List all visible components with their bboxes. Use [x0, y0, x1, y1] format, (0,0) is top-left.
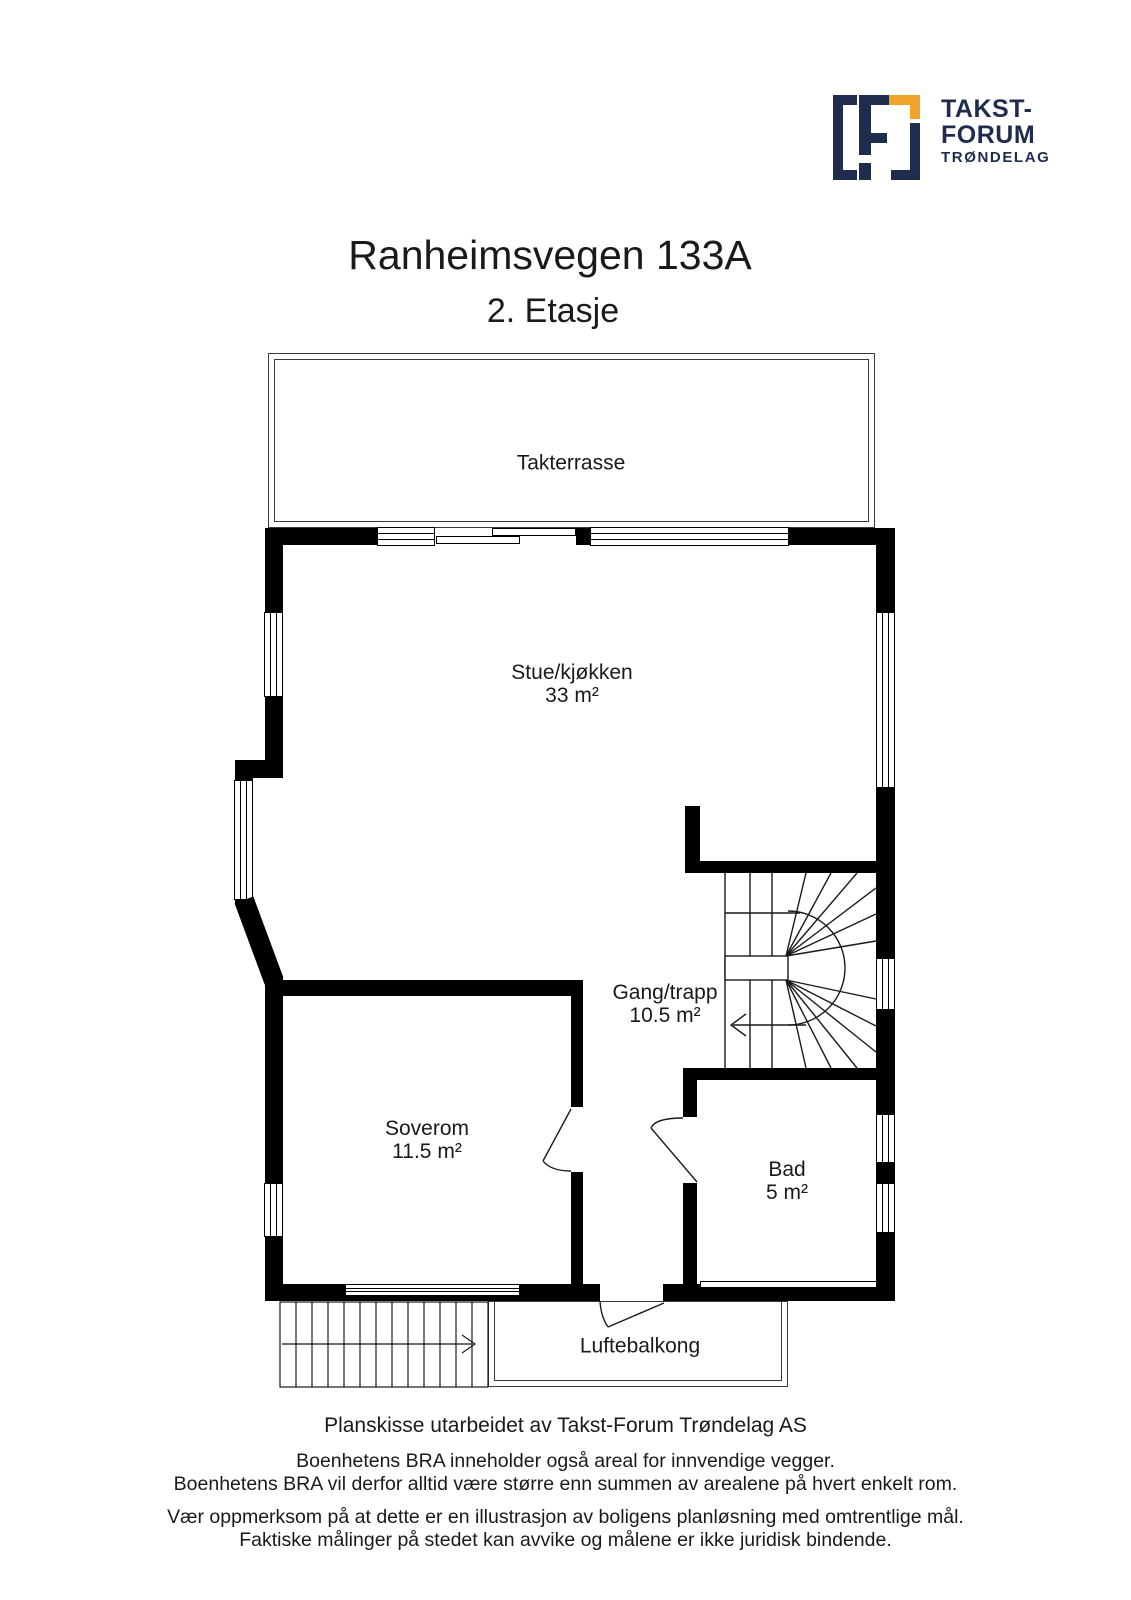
window-bad-bottom — [700, 1281, 877, 1288]
wall-top-pier — [576, 528, 590, 545]
brand-line-3: TRØNDELAG — [941, 149, 1051, 166]
door-soverom — [542, 1108, 572, 1172]
stue-name: Stue/kjøkken — [511, 661, 633, 684]
wall-stub — [685, 806, 700, 873]
page-subtitle: 2. Etasje — [486, 292, 620, 330]
gang-name: Gang/trapp — [612, 981, 718, 1004]
wall-soverom-right-lower — [571, 1172, 583, 1284]
sliding-door-leaf-outer — [492, 528, 576, 536]
label-soverom: Soverom 11.5 m² — [385, 1117, 469, 1163]
window-soverom-left — [264, 1183, 283, 1237]
wall-left-jog — [235, 760, 283, 778]
stair-direction-arrow — [729, 1013, 747, 1037]
wall-bottom-right — [663, 1284, 895, 1301]
soverom-area: 11.5 m² — [392, 1140, 462, 1163]
window-top-1 — [377, 527, 435, 546]
window-stue-left-outer — [234, 780, 253, 900]
footer-credit: Planskisse utarbeidet av Takst-Forum Trø… — [324, 1414, 807, 1437]
label-stue: Stue/kjøkken 33 m² — [511, 661, 632, 707]
label-gang: Gang/trapp 10.5 m² — [612, 981, 717, 1027]
takst-forum-logo-icon — [833, 95, 920, 180]
wall-stue-gang-divider — [685, 861, 876, 873]
footer-bra-line-1: Boenhetens BRA inneholder også areal for… — [296, 1450, 835, 1472]
wall-bad-left-lower — [683, 1183, 697, 1284]
window-stue-left — [264, 612, 283, 697]
luftebalkong-name: Luftebalkong — [579, 1334, 701, 1358]
label-takterrasse: Takterrasse — [517, 452, 626, 475]
takterrasse-outline — [268, 353, 875, 528]
footer-disclaimer: Vær oppmerksom på at dette er en illustr… — [0, 1506, 1131, 1551]
wall-bad-top — [683, 1068, 876, 1080]
window-stue-right — [876, 612, 895, 788]
bad-area: 5 m² — [766, 1181, 808, 1204]
stue-area: 33 m² — [545, 684, 599, 707]
window-bad-right-2 — [876, 1183, 895, 1233]
footer-bra-note: Boenhetens BRA inneholder også areal for… — [0, 1450, 1131, 1495]
external-staircase — [279, 1301, 489, 1388]
footer-disclaimer-line-2: Faktiske målinger på stedet kan avvike o… — [239, 1528, 892, 1551]
wall-soverom-right-upper — [571, 980, 583, 1107]
page-title: Ranheimsvegen 133A — [348, 232, 752, 278]
internal-staircase — [724, 872, 877, 1069]
label-luftebalkong: Luftebalkong — [580, 1335, 700, 1358]
label-bad: Bad 5 m² — [766, 1158, 808, 1204]
window-bad-right-1 — [876, 1114, 895, 1163]
footer-bra-line-2: Boenhetens BRA vil derfor alltid være st… — [173, 1472, 958, 1495]
wall-soverom-top — [265, 980, 583, 996]
gang-area: 10.5 m² — [629, 1004, 701, 1027]
brand-line-1: TAKST- — [941, 95, 1033, 123]
footer-disclaimer-line-1: Vær oppmerksom på at dette er en illustr… — [167, 1506, 964, 1528]
wall-diagonal — [234, 896, 284, 985]
wall-bad-left-upper — [683, 1080, 697, 1117]
brand-line-2: FORUM — [941, 121, 1036, 149]
soverom-name: Soverom — [384, 1117, 470, 1140]
wall-top-right — [789, 528, 895, 545]
takst-forum-logo-text: TAKST- FORUM TRØNDELAG — [941, 96, 1050, 168]
stair-direction-arrow-out — [461, 1334, 477, 1354]
wall-soverom-left — [265, 976, 283, 1301]
window-stair-right — [876, 958, 895, 1010]
window-soverom-bottom — [345, 1284, 520, 1296]
bad-name: Bad — [768, 1158, 806, 1181]
door-bad — [650, 1117, 698, 1183]
takterrasse-name: Takterrasse — [516, 451, 626, 475]
sliding-door-leaf-inner — [436, 536, 520, 544]
window-top-2 — [590, 527, 789, 546]
